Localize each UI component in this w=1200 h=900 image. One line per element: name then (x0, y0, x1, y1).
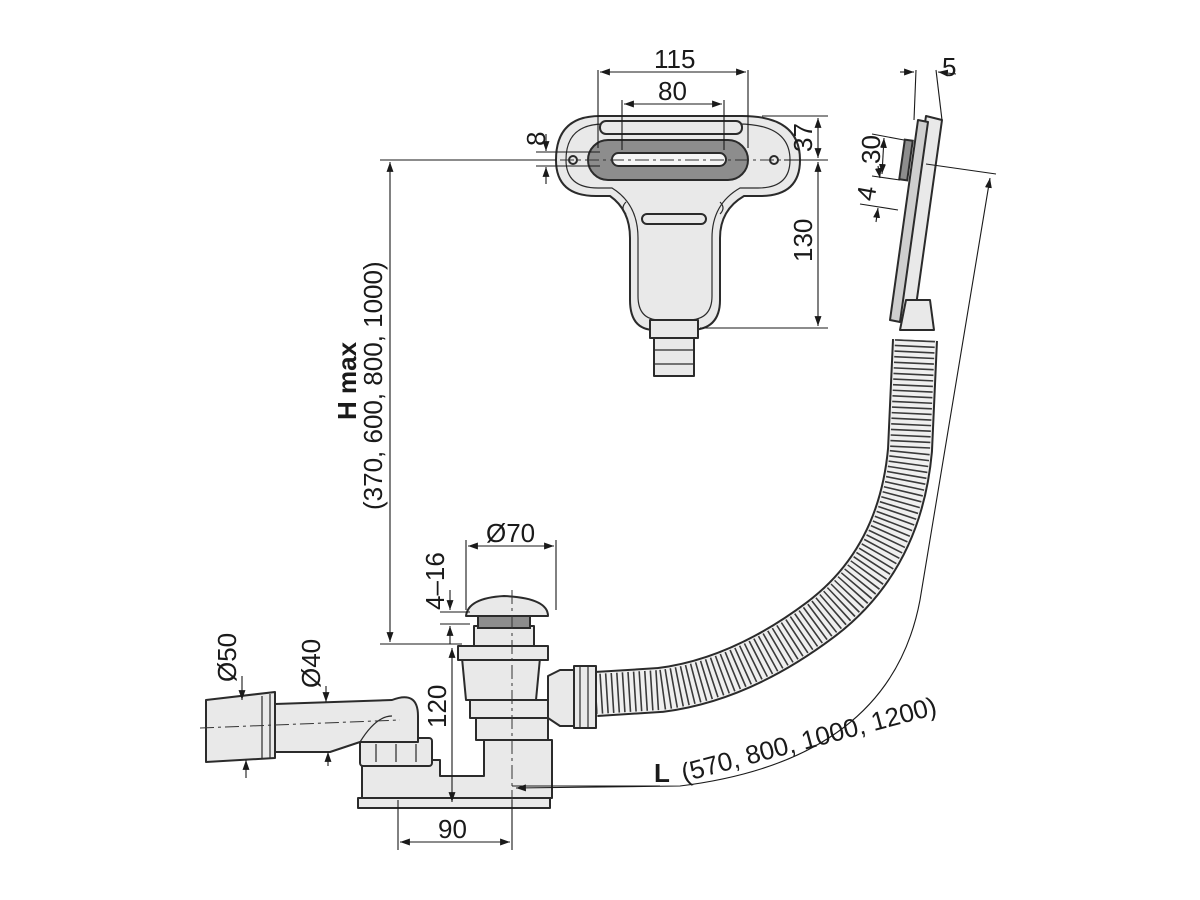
dim-width-outer: 115 (654, 44, 695, 74)
dim-cap-range: 4–16 (420, 552, 450, 610)
dim-plate-thickness: 5 (942, 52, 956, 82)
overflow-unit (555, 115, 801, 377)
dim-outlet-inner: Ø40 (296, 639, 326, 688)
l-label: L (654, 758, 670, 788)
flexible-hose (594, 338, 938, 717)
dim-top-height: 37 (788, 123, 818, 152)
h-max-label: H max (332, 341, 362, 420)
h-max-values: (370, 600, 800, 1000) (358, 261, 388, 510)
waste-trap (199, 590, 597, 809)
dim-width-inner: 80 (658, 76, 687, 106)
overflow-side-plate (889, 115, 943, 331)
dim-plate-offset: 4 (850, 184, 882, 203)
dim-body-height: 130 (788, 219, 818, 262)
dim-cap-diameter: Ø70 (486, 518, 535, 548)
dim-gap: 8 (521, 132, 551, 146)
dimension-lines (238, 68, 997, 850)
dim-trap-offset: 90 (438, 814, 467, 844)
l-values: (570, 800, 1000, 1200) (678, 691, 940, 788)
dim-plate-height: 30 (856, 135, 886, 164)
dim-outlet-outer: Ø50 (212, 633, 242, 682)
dim-trap-height: 120 (422, 685, 452, 728)
